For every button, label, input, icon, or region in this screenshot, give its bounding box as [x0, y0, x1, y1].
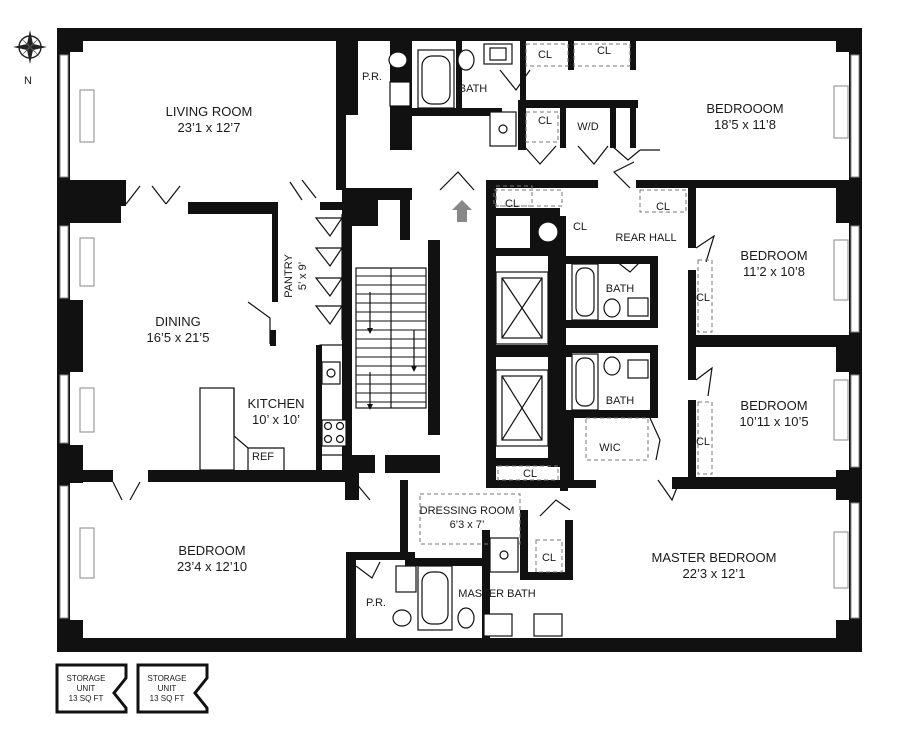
- sink-icon: [489, 537, 519, 573]
- closet-label: CL: [597, 45, 611, 57]
- kitchen-dims: 10’ x 10’: [252, 412, 300, 427]
- sink-icon: [627, 359, 649, 379]
- wd-label: W/D: [577, 121, 598, 133]
- bedroom-e2-dims: 10’11 x 10’5: [739, 414, 808, 429]
- master-bedroom-label: MASTER BEDROOM: [652, 550, 777, 565]
- sink-icon: [483, 43, 513, 65]
- pantry-dims: 5’ x 9’: [297, 262, 309, 290]
- living-room-dims: 23’1 x 12’7: [178, 120, 241, 135]
- closet-label: CL: [523, 468, 537, 480]
- dining-dims: 16’5 x 21’5: [147, 330, 210, 345]
- toilet-icon: [457, 607, 475, 629]
- living-room-label: LIVING ROOM: [166, 104, 253, 119]
- bedroom-ne-dims: 18’5 x 11’8: [714, 117, 776, 132]
- closet-label: CL: [538, 115, 552, 127]
- svg-text:STORAGE: STORAGE: [148, 674, 187, 683]
- bedroom-e2-label: BEDROOM: [740, 398, 807, 413]
- storage-unit: STORAGE UNIT 13 SQ FT: [136, 663, 209, 714]
- pr-bottom-label: P.R.: [366, 597, 386, 609]
- pantry-shelves: [314, 214, 345, 456]
- rear-hall-label: REAR HALL: [615, 232, 676, 244]
- dressing-room-label: DRESSING ROOM: [420, 505, 515, 517]
- kitchen-label: KITCHEN: [247, 396, 304, 411]
- north-label: N: [24, 75, 32, 87]
- bath-mid2-label: BATH: [606, 395, 635, 407]
- toilet-icon: [603, 298, 621, 318]
- master-bath-label: MASTER BATH: [458, 588, 535, 600]
- toilet-icon: [603, 356, 621, 376]
- bath-fixtures: [388, 43, 649, 637]
- closet-label: CL: [542, 552, 556, 564]
- door-swings: [112, 69, 716, 579]
- ref-label: REF: [252, 451, 274, 463]
- kitchen-sink-icon: [321, 361, 341, 385]
- sink-icon: [395, 565, 417, 593]
- stairs: [355, 267, 427, 410]
- svg-text:13 SQ FT: 13 SQ FT: [69, 694, 104, 703]
- svg-text:UNIT: UNIT: [77, 684, 96, 693]
- svg-text:UNIT: UNIT: [158, 684, 177, 693]
- sink-icon: [489, 111, 517, 147]
- wic-label: WIC: [599, 442, 620, 454]
- toilet-icon: [457, 49, 475, 71]
- interior-walls: [83, 40, 849, 638]
- entry-arrow-icon: [452, 200, 472, 222]
- bedroom-sw-label: BEDROOM: [178, 543, 245, 558]
- sink-icon: [483, 613, 513, 637]
- kitchen-fixtures: [199, 361, 347, 471]
- pantry-label: PANTRY: [283, 254, 295, 298]
- dining-label: DINING: [155, 314, 201, 329]
- closet-outlines: [419, 43, 713, 573]
- bedroom-sw-dims: 23’4 x 12’10: [177, 559, 247, 574]
- closet-label: CL: [696, 292, 710, 304]
- bath-top-label: BATH: [459, 83, 488, 95]
- bedroom-e1-label: BEDROOM: [740, 248, 807, 263]
- bedroom-ne-label: BEDROOOM: [706, 101, 783, 116]
- pr-top-label: P.R.: [362, 71, 382, 83]
- storage-unit: STORAGE UNIT 13 SQ FT: [55, 663, 128, 714]
- toilet-icon: [392, 609, 412, 627]
- bath-mid1-label: BATH: [606, 283, 635, 295]
- bedroom-e1-dims: 11’2 x 10’8: [743, 264, 805, 279]
- dressing-room-dims: 6’3 x 7’: [450, 519, 485, 531]
- toilet-icon: [388, 51, 408, 69]
- closet-label: CL: [696, 436, 710, 448]
- compass-rose-icon: [13, 30, 47, 64]
- bathtub-icon: [417, 565, 453, 631]
- closet-label: CL: [505, 198, 519, 210]
- svg-text:STORAGE: STORAGE: [67, 674, 106, 683]
- closet-label: CL: [538, 49, 552, 61]
- closet-label: CL: [656, 201, 670, 213]
- sink-icon: [389, 81, 411, 107]
- svg-text:13 SQ FT: 13 SQ FT: [150, 694, 185, 703]
- sink-icon: [627, 297, 649, 317]
- master-bedroom-dims: 22’3 x 12’1: [683, 566, 746, 581]
- windows: [59, 54, 860, 619]
- closet-label: CL: [573, 221, 587, 233]
- sink-icon: [533, 613, 563, 637]
